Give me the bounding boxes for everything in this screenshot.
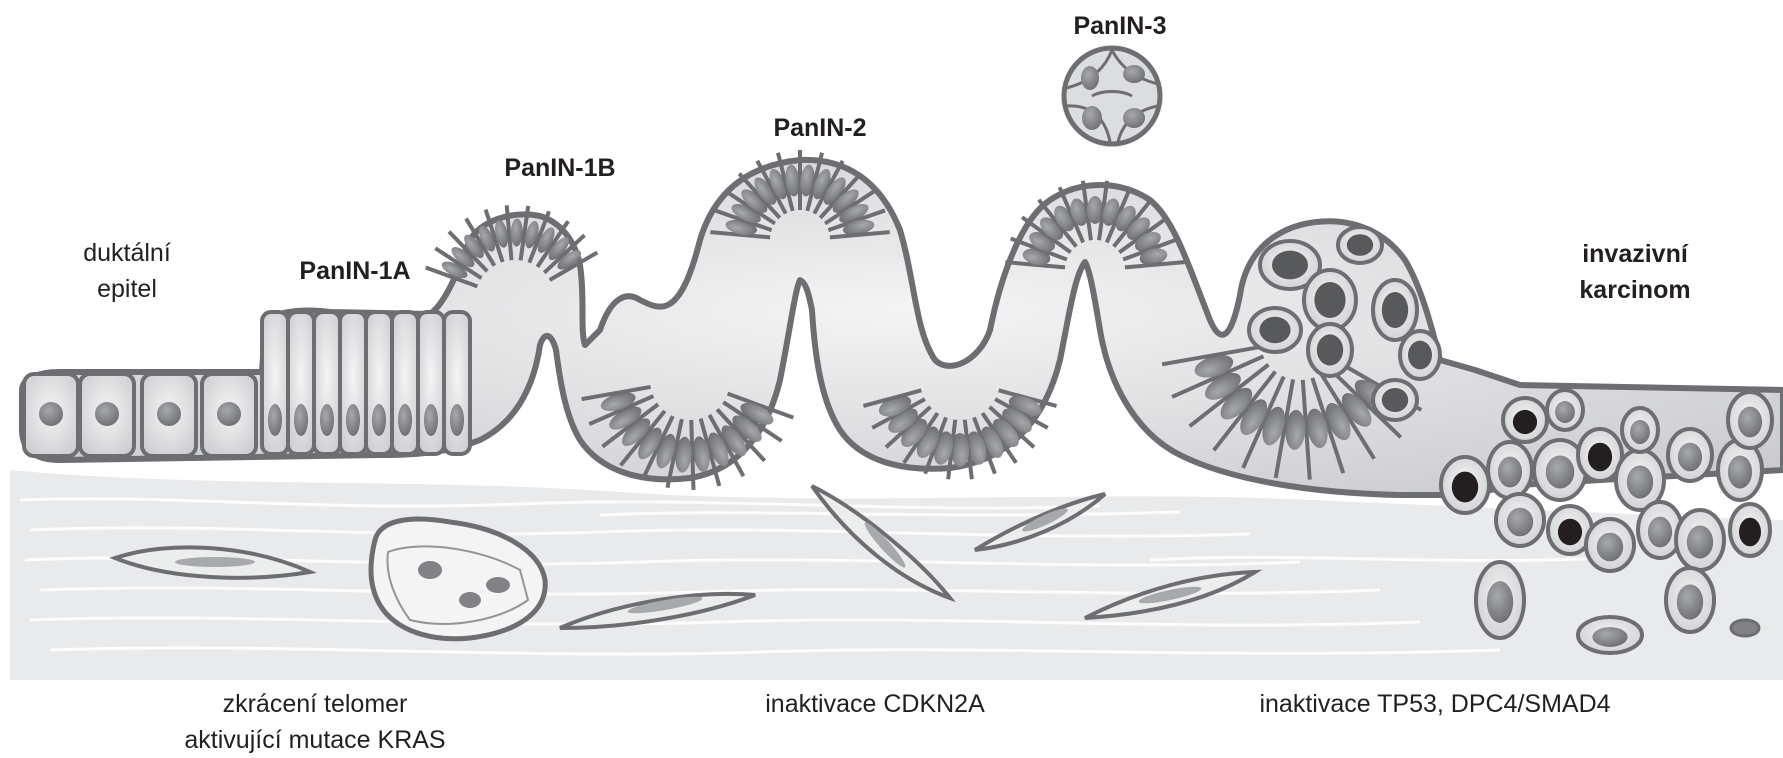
dysplastic-cell-nucleus xyxy=(1259,317,1290,343)
invasive-cell-nucleus xyxy=(1728,456,1752,489)
invasive-cell-fragment xyxy=(1731,620,1759,636)
invasive-cell-nucleus xyxy=(1687,526,1713,559)
columnar-cell-nucleus xyxy=(268,404,282,436)
invasive-cell-nucleus xyxy=(1555,401,1575,423)
label-panin1a: PanIN-1A xyxy=(280,253,430,289)
dysplastic-cell-nucleus xyxy=(1272,251,1308,280)
invasive-cell-nucleus xyxy=(1677,584,1703,619)
invasive-cell-nucleus xyxy=(1487,581,1513,623)
invasive-cell-nucleus xyxy=(1648,517,1672,548)
columnar-cell-nucleus xyxy=(320,404,334,436)
columnar-cell-nucleus xyxy=(294,404,308,436)
invasive-cell-nucleus xyxy=(1597,533,1623,562)
dysplastic-cell-nucleus xyxy=(1347,234,1373,256)
invasive-cell-nucleus xyxy=(1627,466,1653,499)
dysplastic-cell-nucleus xyxy=(1408,341,1432,370)
dysplastic-cell-nucleus xyxy=(1382,292,1408,328)
invasive-cell-nucleus xyxy=(1588,443,1612,472)
label-panin1b: PanIN-1B xyxy=(480,150,640,186)
label-ductal-epithelium: duktální epitel xyxy=(52,235,202,307)
dysplastic-cell-nucleus xyxy=(1314,282,1345,318)
invasive-cell-nucleus xyxy=(1558,519,1582,545)
ductal-cell-nucleus xyxy=(217,402,241,426)
label-invasive-carcinoma: invazivní karcinom xyxy=(1560,236,1710,308)
event-middle: inaktivace CDKN2A xyxy=(735,686,1015,722)
invasive-cell-nucleus xyxy=(1592,627,1627,647)
label-invasive-line-2: karcinom xyxy=(1560,272,1710,308)
label-panin2: PanIN-2 xyxy=(745,110,895,146)
columnar-cell-nucleus xyxy=(424,404,438,436)
invasive-cell-nucleus xyxy=(1498,457,1522,488)
invasive-cell-nucleus xyxy=(1739,518,1761,547)
ductal-cell-nucleus xyxy=(95,402,119,426)
invasive-cell-nucleus xyxy=(1507,508,1533,537)
columnar-cell-nucleus xyxy=(346,404,360,436)
panin3-cell-cluster xyxy=(1064,48,1160,144)
ductal-cell-nucleus xyxy=(39,402,63,426)
dysplastic-cell-nucleus xyxy=(1317,334,1343,365)
invasive-cell-nucleus xyxy=(1738,407,1762,438)
columnar-cell-nucleus xyxy=(450,404,464,436)
invasive-cell-nucleus xyxy=(1546,456,1575,489)
dysplastic-cell-nucleus xyxy=(1382,388,1408,412)
columnar-cell-nucleus xyxy=(398,404,412,436)
invasive-cell-nucleus xyxy=(1452,472,1478,503)
invasive-cell-nucleus xyxy=(1630,420,1650,444)
cell-border xyxy=(691,420,693,490)
label-invasive-line-1: invazivní xyxy=(1560,236,1710,272)
label-ductal-line-2: epitel xyxy=(52,271,202,307)
label-ductal-line-1: duktální xyxy=(52,235,202,271)
event-early-line-1: zkrácení telomer xyxy=(150,686,480,722)
invasive-cell-nucleus xyxy=(1678,443,1702,472)
label-panin3: PanIN-3 xyxy=(1045,8,1195,44)
event-early: zkrácení telomer aktivující mutace KRAS xyxy=(150,686,480,758)
columnar-cell-nucleus xyxy=(372,404,386,436)
invasive-cell-nucleus xyxy=(1513,410,1537,434)
event-late: inaktivace TP53, DPC4/SMAD4 xyxy=(1225,686,1645,722)
ductal-cell-nucleus xyxy=(157,402,181,426)
event-early-line-2: aktivující mutace KRAS xyxy=(150,722,480,758)
